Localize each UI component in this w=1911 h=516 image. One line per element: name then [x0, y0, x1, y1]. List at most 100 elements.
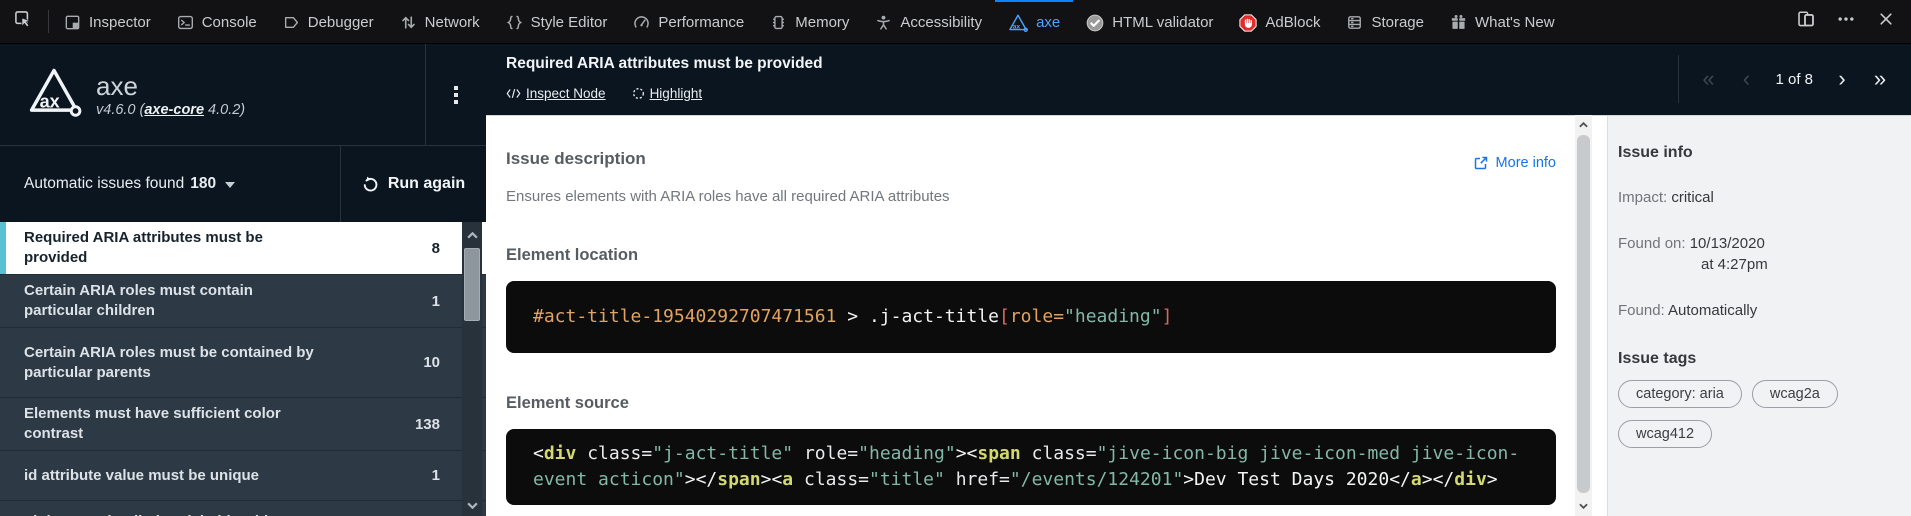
tab-performance[interactable]: Performance [620, 0, 757, 43]
tab-label: What's New [1475, 14, 1555, 31]
previous-page-button[interactable]: ‹ [1742, 66, 1751, 91]
element-location-heading: Element location [506, 246, 639, 264]
detail-header: Required ARIA attributes must be provide… [486, 44, 1911, 115]
code-token: href= [944, 469, 1010, 490]
tab-console[interactable]: Console [164, 0, 270, 43]
axe-icon: ax [1008, 14, 1029, 32]
code-token: .j-act-title [868, 306, 999, 327]
tab-axe[interactable]: ax axe [995, 0, 1074, 43]
code-token: < [533, 443, 544, 464]
code-token: a [1410, 469, 1422, 490]
tab-memory[interactable]: Memory [757, 0, 862, 43]
tab-network[interactable]: Network [387, 0, 493, 43]
impact-value: critical [1671, 189, 1714, 206]
issue-row[interactable]: Required ARIA attributes must be provide… [0, 222, 486, 274]
issue-row[interactable]: Certain ARIA roles must be contained by … [0, 327, 486, 397]
axe-panel-title: axe [96, 70, 138, 101]
issue-row[interactable]: id attribute value must be unique 1 [0, 450, 486, 500]
highlight-link[interactable]: Highlight [632, 86, 702, 101]
tab-accessibility[interactable]: Accessibility [862, 0, 995, 43]
whats-new-icon [1450, 14, 1467, 31]
tab-adblock[interactable]: AdBlock [1226, 0, 1333, 43]
issue-info-panel: Issue info Impact: critical Found on: 10… [1607, 115, 1911, 516]
pagination-label: 1 of 8 [1775, 70, 1813, 88]
issue-row[interactable]: Certain ARIA roles must contain particul… [0, 274, 486, 327]
issue-row[interactable]: Elements must have sufficient color cont… [0, 397, 486, 450]
external-link-icon [1473, 155, 1489, 171]
tab-label: Accessibility [900, 14, 983, 31]
responsive-design-mode-button[interactable] [1789, 5, 1823, 39]
found-row: Found: Automatically [1618, 302, 1758, 319]
code-token: > [1486, 469, 1498, 490]
pick-element-button[interactable] [0, 0, 46, 43]
tab-label: Style Editor [530, 14, 608, 31]
axe-logo-icon: ax [26, 67, 82, 122]
code-token: Dev Test Days 2020 [1194, 469, 1390, 490]
tab-label: axe [1036, 14, 1061, 31]
next-page-button[interactable]: › [1838, 66, 1846, 91]
accessibility-icon [875, 14, 892, 31]
pagination: « ‹ 1 of 8 › » [1691, 64, 1897, 94]
issues-found-count: 180 [190, 175, 217, 192]
tab-label: Console [201, 14, 257, 31]
scroll-down-icon[interactable] [462, 496, 482, 514]
axe-options-button[interactable] [425, 44, 486, 145]
tab-inspector[interactable]: Inspector [51, 0, 164, 43]
inspector-icon [64, 14, 81, 31]
code-token: [ [999, 306, 1010, 327]
tab-style-editor[interactable]: Style Editor [493, 0, 621, 43]
issue-description-heading: Issue description [506, 149, 646, 168]
pick-element-icon [14, 10, 32, 33]
issue-row[interactable]: Links must be distinguishable without re… [0, 500, 486, 516]
html-validator-icon [1086, 14, 1104, 32]
last-page-button[interactable]: » [1873, 66, 1887, 91]
issue-row-label: Elements must have sufficient color cont… [24, 405, 281, 442]
code-token: div [1454, 469, 1487, 490]
meatball-menu-button[interactable] [1829, 5, 1863, 39]
axe-sidebar: ax axe v4.6.0 (axe-core 4.0.2) Automatic… [0, 44, 486, 516]
more-info-link[interactable]: More info [1473, 155, 1556, 171]
console-icon [177, 14, 194, 31]
scroll-down-icon[interactable] [1575, 498, 1592, 514]
code-token: > [684, 469, 696, 490]
close-devtools-button[interactable] [1869, 5, 1903, 39]
tab-debugger[interactable]: Debugger [270, 0, 387, 43]
axe-core-link[interactable]: axe-core [144, 101, 205, 118]
issues-found-dropdown[interactable]: Automatic issues found 180 [0, 146, 341, 222]
tab-label: Storage [1371, 14, 1424, 31]
issue-tag-pill: category: aria [1618, 380, 1742, 408]
issue-row-label: Links must be distinguishable without re… [24, 512, 324, 516]
issue-info-heading: Issue info [1618, 144, 1693, 161]
issue-row-count: 138 [414, 415, 440, 433]
tab-html-validator[interactable]: HTML validator [1073, 0, 1226, 43]
code-token: > [836, 306, 869, 327]
sidebar-scrollbar[interactable] [462, 222, 482, 516]
tab-whats-new[interactable]: What's New [1437, 0, 1568, 43]
first-page-button[interactable]: « [1702, 66, 1715, 91]
found-on-row: Found on: 10/13/2020 at 4:27pm [1618, 233, 1897, 275]
kebab-menu-icon [454, 85, 458, 104]
scrollbar-thumb[interactable] [464, 248, 480, 321]
axe-header: ax axe v4.6.0 (axe-core 4.0.2) [0, 44, 486, 145]
code-brackets-icon [506, 88, 521, 99]
scrollbar-thumb[interactable] [1577, 135, 1590, 493]
inspect-node-link[interactable]: Inspect Node [506, 86, 606, 101]
highlight-dashed-circle-icon [632, 87, 645, 100]
scroll-up-icon[interactable] [1575, 117, 1592, 133]
issue-row-count: 1 [431, 292, 440, 310]
code-token: class= [1020, 443, 1097, 464]
devtools-tabs: Inspector Console Debugger Network Style… [51, 0, 1568, 43]
found-on-date: 10/13/2020 [1689, 235, 1765, 252]
toolbar-separator [48, 10, 49, 33]
run-again-button[interactable]: Run again [341, 146, 486, 222]
code-token: "/events/124201" [1009, 469, 1184, 490]
meatball-icon [1837, 10, 1855, 33]
tab-label: Performance [658, 14, 745, 31]
scroll-up-icon[interactable] [462, 226, 482, 244]
content-scrollbar[interactable] [1575, 115, 1592, 516]
code-token: "jive-icon-big jive-icon-med jive-icon-e… [533, 443, 1520, 490]
code-token: </ [1432, 469, 1455, 490]
tab-storage[interactable]: Storage [1333, 0, 1437, 43]
issue-row-count: 1 [431, 467, 440, 484]
code-token: ] [1161, 306, 1173, 327]
